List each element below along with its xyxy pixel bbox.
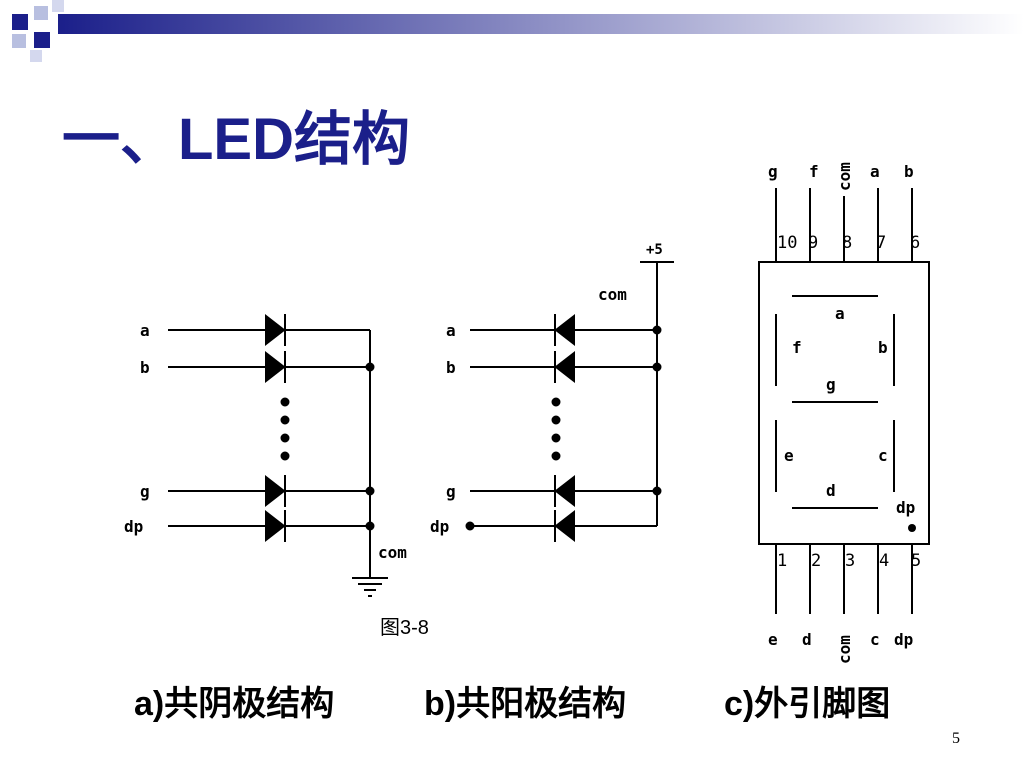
segment-dp-dot <box>908 524 916 532</box>
ellipsis-dot <box>280 451 290 461</box>
input-dot <box>465 521 475 531</box>
ellipsis-dot <box>551 415 561 425</box>
junction-dot <box>365 486 375 496</box>
pin-number: 10 <box>777 233 797 253</box>
segment-label: dp <box>896 498 915 517</box>
segment-label: b <box>878 338 888 357</box>
diode-symbol <box>265 509 286 543</box>
pin-number: 6 <box>910 233 920 253</box>
pin-number: 7 <box>876 233 886 253</box>
header-gradient-bar <box>58 14 1024 34</box>
diode-symbol <box>554 313 575 347</box>
segment-label: c <box>878 446 888 465</box>
pin-number: 3 <box>845 551 855 571</box>
cathode-input-label: b <box>140 358 150 377</box>
cathode-input-label: dp <box>124 517 143 536</box>
junction-dot <box>365 521 375 531</box>
anode-input-label: dp <box>430 517 449 536</box>
page-number: 5 <box>952 730 960 747</box>
pin-number: 9 <box>808 233 818 253</box>
diode-symbol <box>265 313 286 347</box>
pin-signal-label: f <box>809 162 819 181</box>
caption-common-cathode: a)共阴极结构 <box>134 685 335 723</box>
common-anode-circuit <box>470 261 674 527</box>
ellipsis-dot <box>280 415 290 425</box>
anode-supply-label: +5 <box>646 242 663 258</box>
ellipsis-dot <box>280 433 290 443</box>
pin-signal-label: com <box>835 635 854 664</box>
segment-label: d <box>826 481 836 500</box>
segment-label: a <box>835 304 845 323</box>
cathode-input-label: g <box>140 482 150 501</box>
cathode-common-label: com <box>378 543 407 562</box>
pin-number: 4 <box>879 551 889 571</box>
diode-symbol <box>265 474 286 508</box>
diode-symbol <box>265 350 286 384</box>
junction-dot <box>652 362 662 372</box>
pin-signal-label: e <box>768 630 778 649</box>
junction-dot <box>652 325 662 335</box>
slide-title: 一、LED结构 <box>62 107 411 172</box>
segment-label: e <box>784 446 794 465</box>
anode-input-label: g <box>446 482 456 501</box>
pin-number: 1 <box>777 551 787 571</box>
anode-common-label: com <box>598 285 627 304</box>
ellipsis-dot <box>551 397 561 407</box>
anode-input-label: a <box>446 321 456 340</box>
deco-square <box>34 6 48 20</box>
deco-square <box>12 34 26 48</box>
pin-signal-label: com <box>835 162 854 191</box>
pin-number: 8 <box>842 233 852 253</box>
pin-signal-label: d <box>802 630 812 649</box>
diode-symbol <box>554 509 575 543</box>
diode-symbol <box>554 350 575 384</box>
junction-dot <box>365 362 375 372</box>
ellipsis-dot <box>280 397 290 407</box>
cathode-diodes <box>265 313 375 543</box>
junction-dot <box>652 486 662 496</box>
anode-diodes <box>465 313 662 543</box>
header-decoration <box>12 0 1024 62</box>
segment-label: g <box>826 375 836 394</box>
anode-input-label: b <box>446 358 456 377</box>
caption-common-anode: b)共阳极结构 <box>424 685 627 723</box>
cathode-input-label: a <box>140 321 150 340</box>
caption-pinout: c)外引脚图 <box>724 685 891 723</box>
pinout-package <box>758 188 930 614</box>
diode-symbol <box>554 474 575 508</box>
pin-signal-label: dp <box>894 630 913 649</box>
pin-signal-label: b <box>904 162 914 181</box>
deco-square <box>12 14 28 30</box>
ellipsis-dot <box>551 433 561 443</box>
pin-signal-label: c <box>870 630 880 649</box>
pin-signal-label: g <box>768 162 778 181</box>
ellipsis-dot <box>551 451 561 461</box>
pin-number: 5 <box>911 551 921 571</box>
pin-signal-label: a <box>870 162 880 181</box>
deco-square <box>30 50 42 62</box>
deco-square <box>34 32 50 48</box>
segment-label: f <box>792 338 802 357</box>
pin-number: 2 <box>811 551 821 571</box>
figure-label: 图3-8 <box>380 617 429 639</box>
deco-square <box>52 0 64 12</box>
